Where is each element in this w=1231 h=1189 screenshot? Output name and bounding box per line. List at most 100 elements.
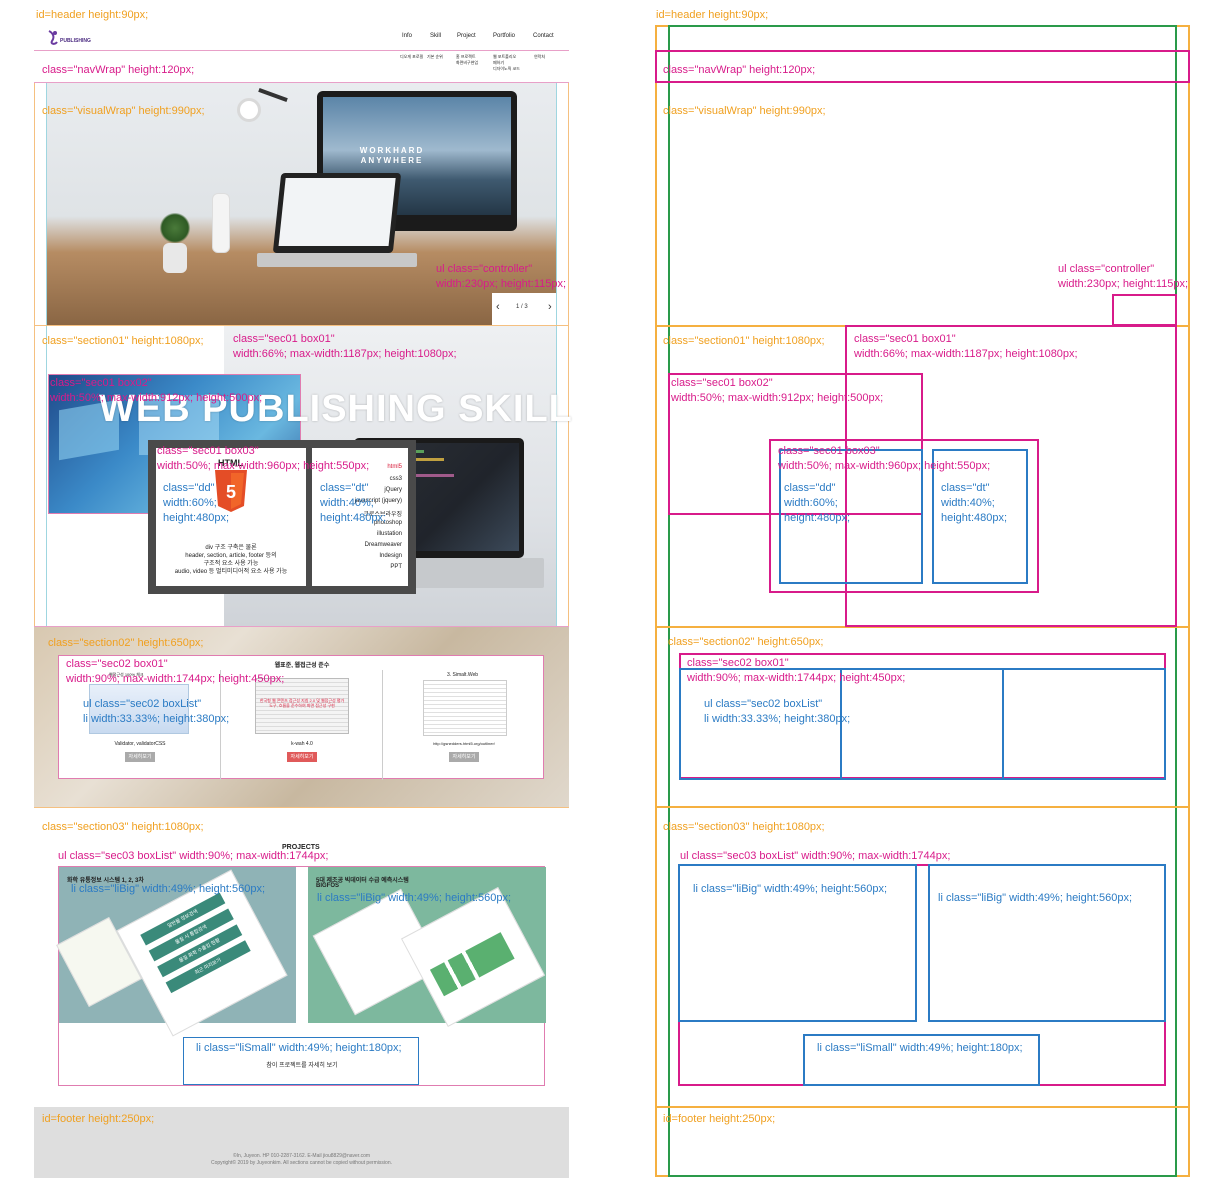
ann-right-dd-3: height:480px; [784, 512, 851, 524]
ann-left-sec02boxlist-2: li width:33.33%; height:380px; [83, 713, 230, 725]
subnav-project-2[interactable]: 화면비구현업 [456, 60, 479, 65]
footer: ©In, Juyeon. HP 010-2287-3162. E-Mail ji… [34, 1107, 569, 1178]
ann-left-sec01box02-1: class="sec01 box02" [50, 377, 152, 389]
wf-dd [779, 449, 923, 584]
nav-wrap: 디오게 포로필 기본 순위 홈 프로젝트 화면비구현업 웹 포트폴리오 페하기 … [34, 50, 569, 83]
ann-right-libig-1: li class="liBig" width:49%; height:560px… [693, 883, 887, 895]
dd-line-3: 구조적 요소 사용 가능 [203, 561, 259, 567]
wf-dt [932, 449, 1028, 584]
gnb: Info Skill Project Portfolio Contact [394, 33, 564, 43]
wf-navwrap [655, 50, 1190, 83]
nav-skill[interactable]: Skill [430, 33, 442, 39]
sec02-item1-detail-button[interactable]: 자세히보기 [125, 752, 155, 762]
footer-line2: Copyright© 2019 by Juyeonkim. All sectio… [210, 1160, 392, 1166]
content-guide-left [46, 26, 47, 1178]
subnav-portfolio-1[interactable]: 웹 포트폴리오 [493, 54, 517, 59]
section02-title: 웹표준, 웹접근성 준수 [274, 663, 330, 669]
header: PUBLISHING Info Skill Project Portfolio … [34, 26, 569, 50]
ann-left-sec01box03-1: class="sec01 box03" [157, 445, 259, 457]
ann-right-dt-1: class="dt" [941, 482, 990, 494]
section02: 웹표준, 웹접근성 준수 웹접근성 100% 체크 Validator, val… [34, 627, 569, 807]
ann-left-sec02box01-2: width:90%; max-width:1744px; height:450p… [66, 673, 285, 685]
sec02-item2-detail-button[interactable]: 자세히보기 [287, 752, 317, 762]
plant-image [155, 213, 195, 273]
laptop-image [272, 173, 402, 253]
ann-left-dt-3: height:480px; [320, 512, 387, 524]
pager-text: 1 / 3 [516, 304, 528, 310]
next-button[interactable]: › [548, 301, 552, 313]
wf-sep-section02 [655, 626, 1190, 628]
dt-item-illustration: illustation [376, 531, 402, 537]
dd-line-1: div 구조 구축은 물론 [205, 545, 257, 551]
wf-sec01-box03 [769, 439, 1039, 593]
ann-right-section01: class="section01" height:1080px; [663, 335, 825, 347]
subnav-contact[interactable]: 연락처 [534, 54, 546, 59]
ann-left-dt-2: width:40%; [320, 497, 374, 509]
subnav-info[interactable]: 디오게 포로필 [400, 54, 424, 59]
ann-right-sec01box02-2: width:50%; max-width:912px; height:500px… [671, 392, 884, 404]
sec02-item3-image [423, 680, 507, 736]
nav-contact[interactable]: Contact [533, 33, 554, 39]
nav-project[interactable]: Project [457, 33, 476, 39]
ann-right-sec02boxlist-2: li width:33.33%; height:380px; [704, 713, 851, 725]
subnav-project-1[interactable]: 홈 프로젝트 [456, 54, 476, 59]
bottle-image [212, 193, 230, 253]
wf-sec03-libig-2 [928, 864, 1166, 1022]
ann-right-sec02boxlist-1: ul class="sec02 boxList" [704, 698, 823, 710]
left-mockup: PUBLISHING Info Skill Project Portfolio … [0, 0, 600, 1189]
sec02-list-item-3: 3. Simalt.Web http://gsnedders.html5.org… [383, 670, 545, 780]
dt-item-dreamweaver: Dreamweaver [364, 542, 402, 548]
right-wireframe: id=header height:90px; class="navWrap" h… [600, 0, 1231, 1189]
ann-left-sec03boxlist: ul class="sec03 boxList" width:90%; max-… [58, 850, 329, 862]
ann-left-lismall: li class="liSmall" width:49%; height:180… [196, 1042, 402, 1054]
ann-right-sec02box01-1: class="sec02 box01" [687, 657, 789, 669]
wf-sec03-lismall [803, 1034, 1040, 1086]
ann-left-navwrap: class="navWrap" height:120px; [42, 64, 195, 76]
ann-right-sec01box03-1: class="sec01 box03" [778, 445, 880, 457]
sec02-item2-note: 한국형 웹 콘텐츠 접근성 지침 2.0 및 웹접근성 평가도구, 흐름을 준수… [259, 698, 345, 708]
dd-box: HTML 5 div 구조 구축은 물론 header, section, ar… [156, 448, 306, 586]
dt-item-css3: css3 [389, 476, 402, 482]
laptop-base [257, 253, 417, 267]
subnav-portfolio-3[interactable]: 디자이노픽 코드 [493, 66, 520, 71]
dt-item-ppt: PPT [390, 564, 402, 570]
ann-left-sec01box02-2: width:50%; max-width:912px; height:500px… [50, 392, 263, 404]
ann-left-sec02boxlist-1: ul class="sec02 boxList" [83, 698, 202, 710]
sec02-box01: 웹표준, 웹접근성 준수 웹접근성 100% 체크 Validator, val… [58, 655, 545, 780]
subnav-portfolio-2[interactable]: 페하기 [493, 60, 505, 65]
logo-text: PUBLISHING [60, 38, 91, 44]
wf-controller [1112, 294, 1177, 326]
section03: PROJECTS 화학 유통정보 시스템 1, 2, 3차 일반물 정보검색 물… [34, 807, 569, 1107]
logo[interactable]: PUBLISHING [46, 29, 96, 47]
ann-right-dt-2: width:40%; [941, 497, 995, 509]
section01-title: WEB PUBLISHING SKILL [99, 388, 573, 430]
ann-left-dd-3: height:480px; [163, 512, 230, 524]
sec03-liSmall[interactable]: 참이 프로젝트를 자세히 보기 [183, 1037, 419, 1085]
ann-left-footer: id=footer height:250px; [42, 1113, 155, 1125]
ann-left-controller-1: ul class="controller" [436, 263, 533, 275]
prev-button[interactable]: ‹ [496, 301, 500, 313]
svg-text:5: 5 [226, 482, 236, 502]
sec02-item3-detail-button[interactable]: 자세히보기 [449, 752, 479, 762]
ann-left-section03: class="section03" height:1080px; [42, 821, 204, 833]
ann-right-lismall: li class="liSmall" width:49%; height:180… [817, 1042, 1023, 1054]
subnav-skill[interactable]: 기본 순위 [427, 54, 443, 59]
big2-mockup-image-2 [400, 887, 546, 1027]
sec03-liBig-2: 5대 제조공 빅데이터 수급 예측시스템 BIGFOS [308, 867, 546, 1027]
controller: ‹ 1 / 3 › [492, 293, 556, 325]
sec02-item1-image [89, 684, 189, 734]
section03-title: PROJECTS [282, 844, 320, 851]
html-badge-text: HTML [218, 458, 243, 468]
dt-item-javascript: javascript (jquery) [354, 498, 402, 504]
content-guide-right [556, 26, 557, 1178]
ann-left-dd-1: class="dd" [163, 482, 215, 494]
big2-title: 5대 제조공 빅데이터 수급 예측시스템 [316, 878, 409, 884]
footer-line1: ©In, Juyeon. HP 010-2287-3162. E-Mail ji… [232, 1153, 371, 1159]
sec02-list-item-2: 한국형 웹 콘텐츠 접근성 지침 2.0 및 웹접근성 평가도구, 흐름을 준수… [221, 670, 383, 780]
nav-info[interactable]: Info [402, 33, 413, 39]
wf-sec02-li-3 [1002, 668, 1166, 780]
ann-right-controller-1: ul class="controller" [1058, 263, 1155, 275]
nav-portfolio[interactable]: Portfolio [493, 33, 516, 39]
sec02-item2-caption: k-wah 4.0 [291, 741, 313, 747]
logo-icon [48, 30, 58, 45]
